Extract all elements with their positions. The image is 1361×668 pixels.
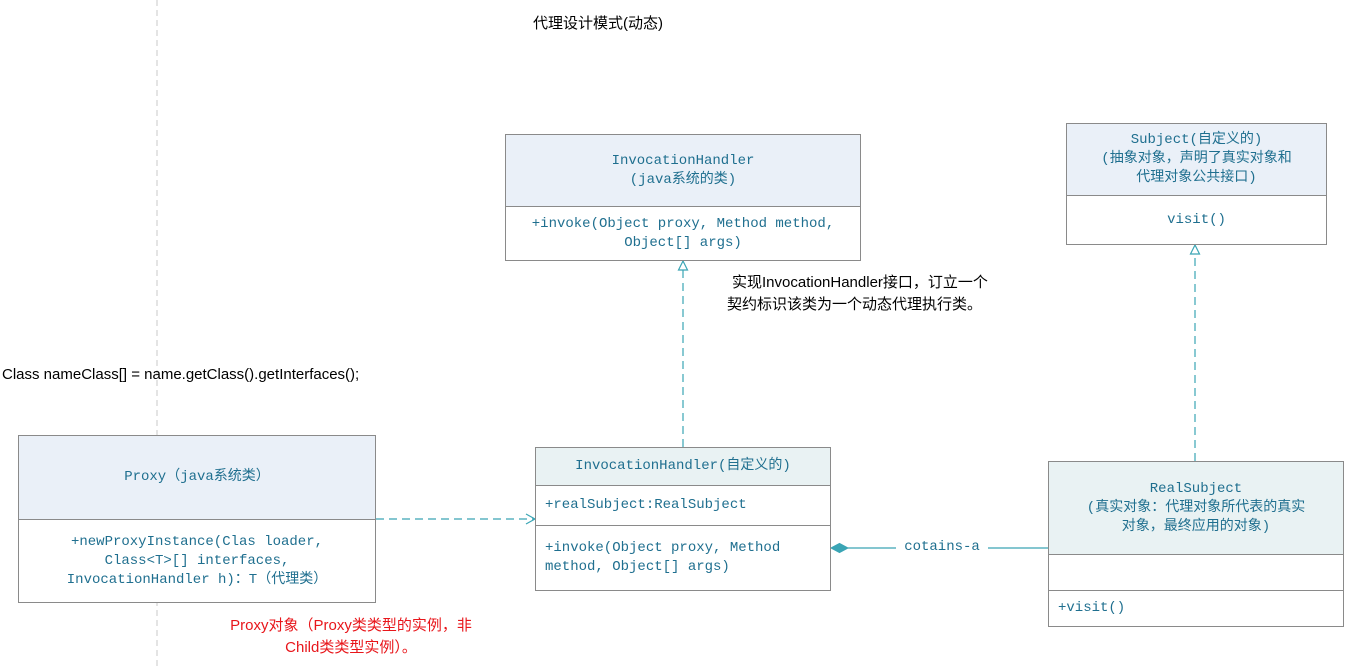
class-header: RealSubject (真实对象：代理对象所代表的真实 对象，最终应用的对象): [1049, 462, 1343, 555]
class-name: RealSubject: [1149, 480, 1243, 497]
class-methods: +visit(): [1049, 591, 1343, 626]
class-name: Subject(自定义的): [1130, 132, 1263, 148]
class-methods: +invoke(Object proxy, Method method, Obj…: [536, 526, 830, 590]
class-header: InvocationHandler(自定义的): [536, 448, 830, 486]
class-header: Proxy（java系统类）: [19, 436, 375, 520]
class-fields: +realSubject:RealSubject: [536, 486, 830, 526]
class-methods: +invoke(Object proxy, Method method, Obj…: [506, 207, 860, 260]
class-real-subject[interactable]: RealSubject (真实对象：代理对象所代表的真实 对象，最终应用的对象)…: [1048, 461, 1344, 627]
class-invocation-handler-custom[interactable]: InvocationHandler(自定义的) +realSubject:Rea…: [535, 447, 831, 591]
impl-note-line2: 契约标识该类为一个动态代理执行类。: [727, 296, 983, 313]
impl-note-line1: 实现InvocationHandler接口，订立一个: [732, 274, 988, 291]
class-methods: +newProxyInstance(Clas loader, Class<T>[…: [19, 520, 375, 602]
interfaces-code-note: Class nameClass[] = name.getClass().getI…: [2, 366, 360, 383]
proxy-note: Proxy对象（Proxy类类型的实例，非 Child类类型实例）。: [208, 615, 494, 659]
class-subtitle: 对象，最终应用的对象): [1121, 518, 1271, 535]
proxy-note-line2: Child类类型实例）。: [285, 639, 417, 656]
class-header: InvocationHandler (java系统的类): [506, 135, 860, 207]
class-subtitle: (java系统的类): [629, 171, 737, 188]
realization-handler-arrowhead: [677, 259, 689, 271]
method-line: InvocationHandler h)：T（代理类）: [66, 571, 328, 588]
class-fields-empty: [1049, 555, 1343, 591]
class-proxy[interactable]: Proxy（java系统类） +newProxyInstance(Clas lo…: [18, 435, 376, 603]
class-name: InvocationHandler: [611, 152, 755, 169]
class-subtitle: (抽象对象，声明了真实对象和: [1101, 151, 1292, 167]
class-subtitle: 代理对象公共接口): [1136, 170, 1257, 186]
proxy-note-line1: Proxy对象（Proxy类类型的实例，非: [230, 617, 472, 634]
class-header: Subject(自定义的) (抽象对象，声明了真实对象和 代理对象公共接口): [1067, 124, 1326, 196]
method-line: +invoke(Object proxy, Method method,: [531, 215, 835, 232]
method-line: Object[] args): [624, 234, 742, 251]
method-line: method, Object[] args): [545, 559, 730, 575]
realization-subject-arrowhead: [1189, 243, 1201, 255]
method-line: +visit(): [1058, 600, 1126, 616]
class-invocation-handler-system[interactable]: InvocationHandler (java系统的类) +invoke(Obj…: [505, 134, 861, 261]
method-line: +invoke(Object proxy, Method: [545, 540, 781, 556]
diagram-title: 代理设计模式(动态): [533, 15, 663, 32]
method-line: Class<T>[] interfaces,: [104, 552, 290, 569]
composition-label: cotains-a: [904, 539, 980, 555]
class-subject[interactable]: Subject(自定义的) (抽象对象，声明了真实对象和 代理对象公共接口) v…: [1066, 123, 1327, 245]
composition-diamond: [829, 542, 850, 554]
class-methods: visit(): [1067, 196, 1326, 244]
class-name: Proxy（java系统类）: [124, 469, 270, 485]
field-line: +realSubject:RealSubject: [545, 497, 747, 513]
impl-note: 实现InvocationHandler接口，订立一个 契约标识该类为一个动态代理…: [727, 272, 988, 316]
method-line: visit(): [1167, 211, 1226, 228]
method-line: +newProxyInstance(Clas loader,: [70, 533, 324, 550]
class-subtitle: (真实对象：代理对象所代表的真实: [1086, 499, 1306, 516]
class-name: InvocationHandler(自定义的): [575, 458, 791, 474]
